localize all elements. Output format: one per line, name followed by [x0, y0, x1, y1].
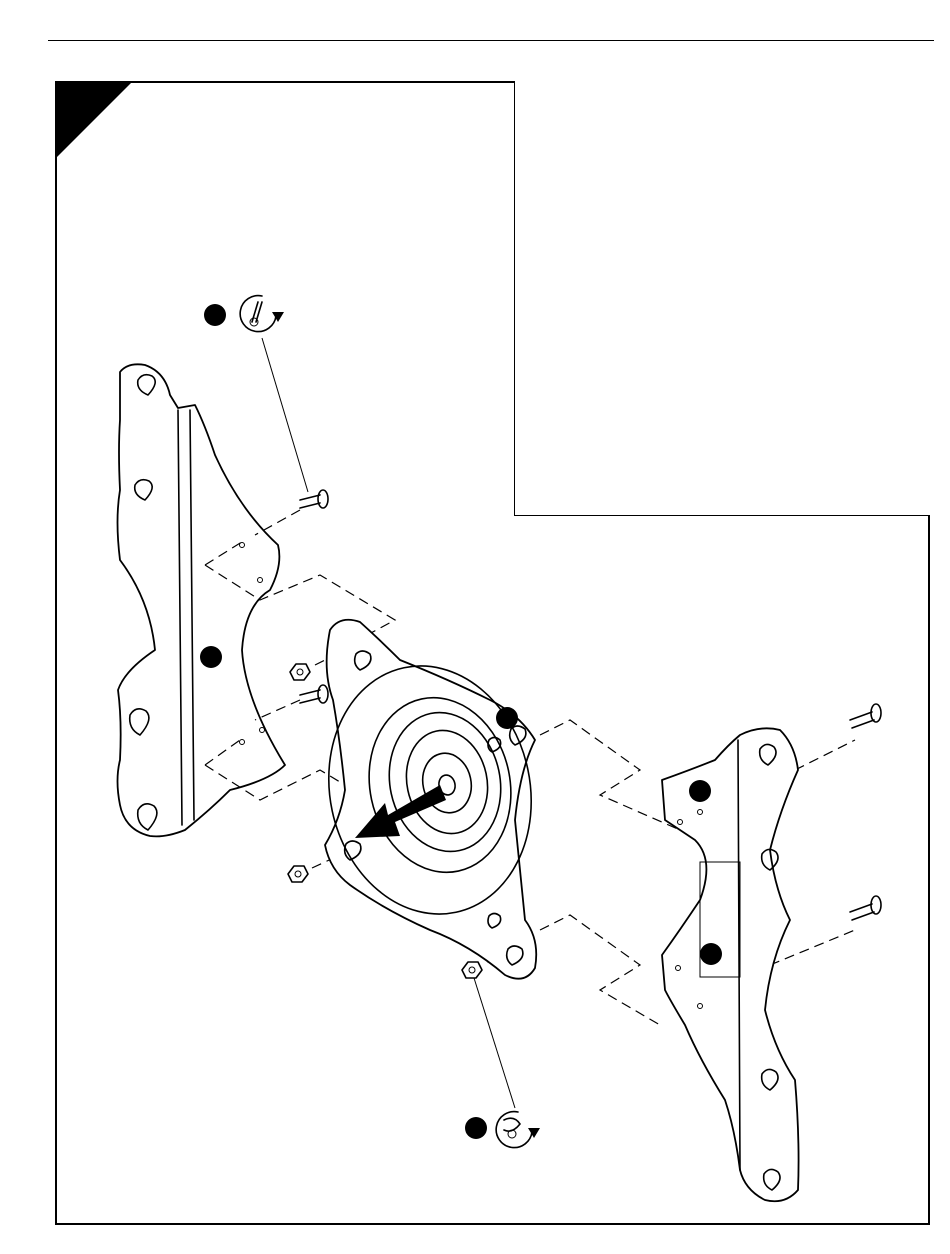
callout-nut-torque — [465, 1117, 487, 1139]
callout-right-bracket-lower — [700, 943, 722, 965]
right-mounting-bracket — [662, 728, 799, 1201]
callout-bolt-torque — [204, 304, 226, 326]
screwdriver-rotate-icon — [240, 296, 284, 332]
callout-center-plate — [496, 707, 518, 729]
wrench-rotate-icon — [496, 1112, 540, 1148]
right-bolts — [850, 704, 881, 920]
callout-left-bracket — [200, 646, 222, 668]
left-bolts — [300, 490, 328, 703]
callout-right-bracket-upper — [689, 780, 711, 802]
